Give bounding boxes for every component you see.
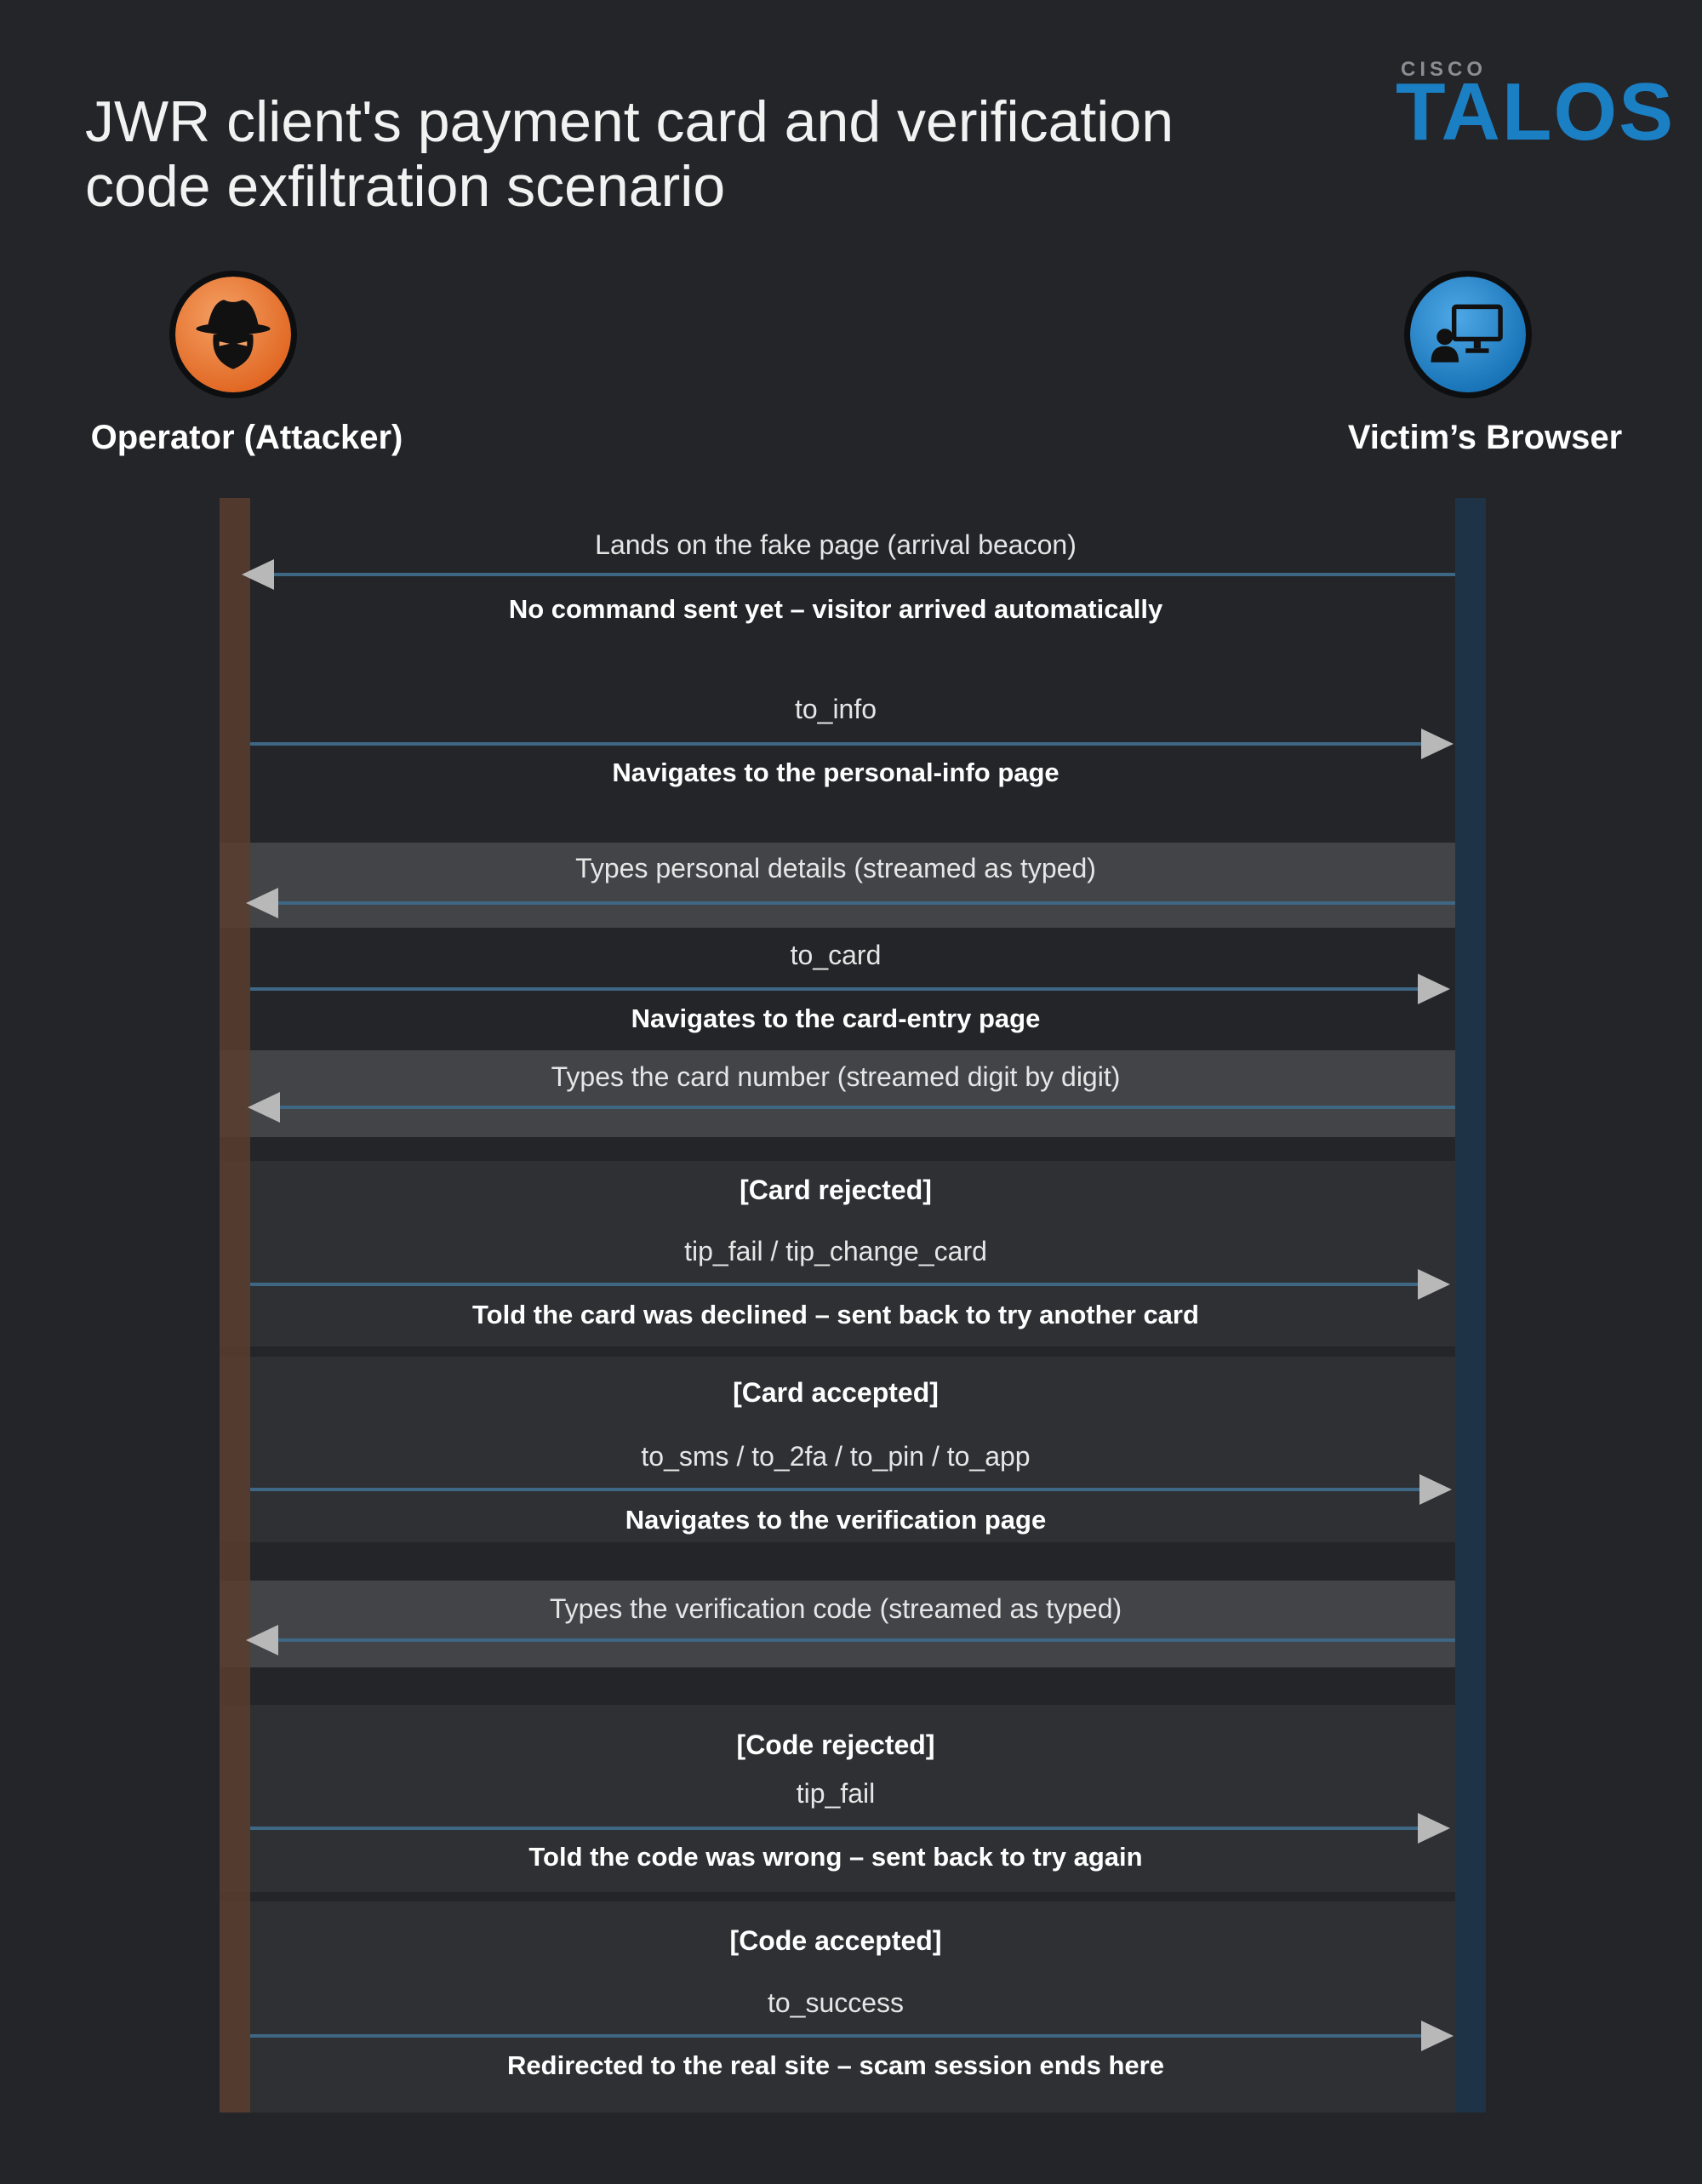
message-label-to-card: to_card: [790, 940, 882, 970]
arrowhead-left: [242, 559, 274, 590]
message-note-redirected: Redirected to the real site – scam sessi…: [507, 2050, 1164, 2080]
message-note-code-wrong: Told the code was wrong – sent back to t…: [528, 1842, 1143, 1872]
arrow-card-number: [274, 1106, 1455, 1109]
message-label-verification-code: Types the verification code (streamed as…: [549, 1593, 1122, 1624]
message-label-tip-fail: tip_fail: [796, 1778, 876, 1809]
guard-code-rejected: [Code rejected]: [736, 1729, 935, 1760]
actor-label-operator: Operator (Attacker): [90, 419, 403, 456]
message-label-to-success: to_success: [767, 1987, 905, 2018]
message-label-to-info: to_info: [794, 694, 877, 724]
message-label-card-number: Types the card number (streamed digit by…: [551, 1061, 1121, 1092]
talos-logo: CISCO TALOS: [1396, 58, 1673, 160]
computer-user-icon: [1404, 271, 1532, 398]
actor-label-victim: Victim’s Browser: [1347, 419, 1623, 456]
band-verification-code: [220, 1581, 1455, 1667]
band-personal-details: [220, 843, 1455, 928]
arrow-to-info: [250, 742, 1423, 746]
alt-frame-code-rejected: [220, 1705, 1455, 1892]
alt-frame-card-rejected: [220, 1161, 1455, 1346]
message-note-card-declined: Told the card was declined – sent back t…: [472, 1300, 1199, 1329]
victim-lifeline: [1455, 498, 1486, 2113]
arrowhead-right: [1418, 1813, 1450, 1844]
arrowhead-right: [1418, 1269, 1450, 1300]
arrowhead-right: [1418, 974, 1450, 1004]
alt-frame-card-accepted: [220, 1357, 1455, 1542]
page-title: JWR client's payment card and verificati…: [85, 89, 1319, 219]
guard-code-accepted: [Code accepted]: [729, 1925, 942, 1956]
hacker-icon: [169, 271, 297, 398]
arrow-to-success: [250, 2034, 1423, 2038]
arrowhead-left: [248, 1092, 280, 1123]
message-note-arrival: No command sent yet – visitor arrived au…: [508, 594, 1163, 624]
message-note-to-info: Navigates to the personal-info page: [612, 758, 1059, 787]
arrow-arrival-beacon: [268, 573, 1455, 576]
message-label-verification-routes: to_sms / to_2fa / to_pin / to_app: [641, 1441, 1031, 1472]
guard-card-rejected: [Card rejected]: [740, 1175, 932, 1205]
logo-cisco-text: CISCO: [1401, 58, 1488, 81]
arrowhead-right: [1421, 729, 1454, 759]
arrow-to-card: [250, 987, 1419, 991]
title-line-1: JWR client's payment card and verificati…: [85, 89, 1174, 154]
arrow-personal-details: [272, 901, 1455, 905]
band-card-number: [220, 1050, 1455, 1137]
arrow-tip-fail: [250, 1827, 1419, 1830]
guard-card-accepted: [Card accepted]: [733, 1377, 939, 1408]
arrowhead-left: [246, 888, 278, 918]
arrowhead-right: [1419, 1474, 1452, 1505]
arrow-tip-fail-change-card: [250, 1283, 1419, 1286]
arrowhead-right: [1421, 2021, 1454, 2051]
operator-lifeline: [220, 498, 250, 2113]
message-note-verification-page: Navigates to the verification page: [625, 1505, 1047, 1535]
message-label-arrival-beacon: Lands on the fake page (arrival beacon): [595, 529, 1077, 560]
arrow-verification-code: [272, 1638, 1455, 1642]
message-note-to-card: Navigates to the card-entry page: [631, 1003, 1041, 1033]
title-line-2: code exfiltration scenario: [85, 154, 726, 219]
logo-talos-text: TALOS: [1396, 66, 1676, 157]
alt-frame-code-accepted: [220, 1901, 1455, 2113]
arrow-verification-routes: [250, 1488, 1421, 1491]
message-label-tip-fail-change-card: tip_fail / tip_change_card: [684, 1236, 987, 1266]
message-label-personal-details: Types personal details (streamed as type…: [575, 853, 1096, 883]
arrowhead-left: [246, 1625, 278, 1655]
